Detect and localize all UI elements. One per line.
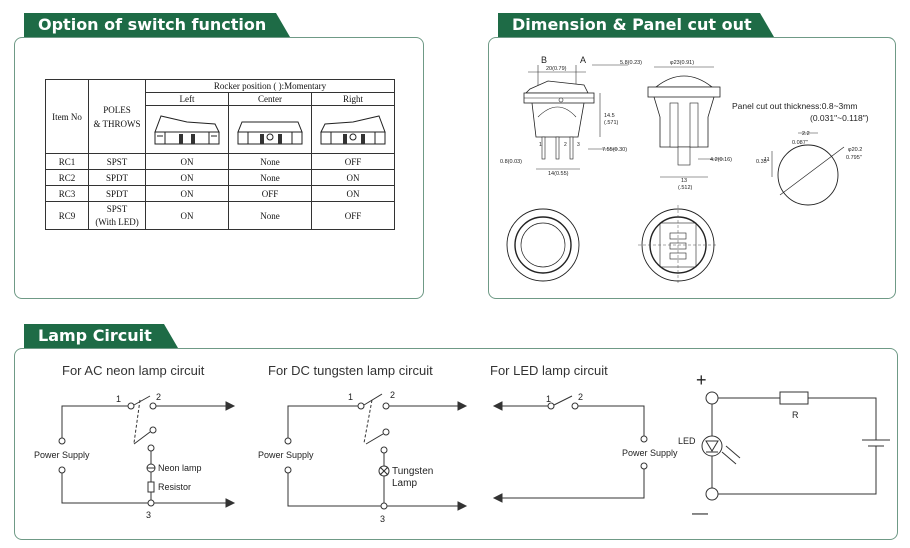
svg-text:R: R (792, 410, 799, 420)
table-row: RC1 SPST ON None OFF (45, 153, 395, 170)
svg-text:14.5: 14.5 (604, 113, 615, 119)
svg-text:3: 3 (146, 510, 151, 520)
led-circuit-caption: For LED lamp circuit (490, 363, 608, 378)
rocker-right-image (311, 105, 395, 154)
svg-text:3: 3 (577, 142, 580, 148)
pos-center-header: Center (228, 92, 312, 106)
svg-text:2.2: 2.2 (802, 131, 810, 137)
switch-option-title: Option of switch function (24, 13, 290, 37)
svg-text:1: 1 (546, 394, 551, 404)
svg-text:φ23(0.91): φ23(0.91) (670, 60, 694, 66)
rocker-left-image (145, 105, 229, 154)
svg-text:1: 1 (348, 392, 353, 402)
svg-text:Lamp: Lamp (392, 478, 417, 489)
rocker-header: Rocker position ( ):Momentary (145, 79, 395, 93)
col-poles-header: POLES & THROWS (88, 79, 146, 154)
dimension-title: Dimension & Panel cut out (498, 13, 774, 37)
svg-text:0.795": 0.795" (846, 155, 862, 161)
svg-text:(.571): (.571) (604, 120, 619, 126)
svg-text:4.2(0.16): 4.2(0.16) (710, 157, 732, 163)
table-row: RC2 SPDT ON None ON (45, 169, 395, 186)
svg-text:0.35": 0.35" (756, 159, 769, 165)
svg-text:Power Supply: Power Supply (622, 448, 678, 458)
svg-text:2: 2 (156, 392, 161, 402)
ac-circuit-caption: For AC neon lamp circuit (62, 363, 205, 378)
svg-text:+: + (696, 370, 707, 390)
lamp-circuit-panel (14, 348, 898, 540)
svg-text:3: 3 (380, 514, 385, 524)
svg-text:20(0.79): 20(0.79) (546, 66, 567, 72)
svg-text:—: — (692, 505, 708, 522)
svg-text:11: 11 (764, 157, 770, 163)
svg-text:Resistor: Resistor (158, 482, 191, 492)
svg-text:2: 2 (390, 390, 395, 400)
svg-text:Panel cut out thickness:0.8~3m: Panel cut out thickness:0.8~3mm (732, 101, 857, 111)
svg-text:7.55(0.30): 7.55(0.30) (602, 147, 627, 153)
dc-circuit-caption: For DC tungsten lamp circuit (268, 363, 433, 378)
svg-text:0.087": 0.087" (792, 140, 808, 146)
switch-option-table: Item No POLES & THROWS Rocker position (… (45, 79, 395, 230)
svg-text:1: 1 (539, 142, 542, 148)
svg-text:Power Supply: Power Supply (34, 450, 90, 460)
svg-text:φ20.2: φ20.2 (848, 147, 862, 153)
pos-left-header: Left (145, 92, 229, 106)
svg-text:(0.031"~0.118"): (0.031"~0.118") (810, 113, 869, 123)
lamp-circuit-title: Lamp Circuit (24, 324, 178, 348)
svg-text:Neon lamp: Neon lamp (158, 463, 202, 473)
svg-text:Tungsten: Tungsten (392, 466, 433, 477)
svg-text:Power Supply: Power Supply (258, 450, 314, 460)
table-row: RC3 SPDT ON OFF ON (45, 185, 395, 202)
rocker-center-image (228, 105, 312, 154)
svg-text:0.8(0.03): 0.8(0.03) (500, 159, 522, 165)
lamp-circuit-drawings: 1 2 3 Power Supply Neon lamp Resistor 1 … (34, 370, 890, 524)
dimension-drawing: B A 20(0.79) 1 2 3 5.8(0.23) 14.5 (.571)… (500, 55, 869, 285)
svg-text:2: 2 (578, 392, 583, 402)
pos-right-header: Right (311, 92, 395, 106)
col-item-header: Item No (45, 79, 89, 154)
table-row: RC9 SPST(With LED) ON None OFF (45, 201, 395, 230)
svg-text:14(0.55): 14(0.55) (548, 171, 569, 177)
svg-text:A: A (580, 55, 586, 65)
svg-text:(.512): (.512) (678, 185, 693, 191)
svg-text:1: 1 (116, 394, 121, 404)
svg-text:13: 13 (681, 178, 687, 184)
svg-text:5.8(0.23): 5.8(0.23) (620, 60, 642, 66)
svg-text:LED: LED (678, 436, 696, 446)
svg-text:B: B (541, 55, 547, 65)
svg-text:2: 2 (564, 142, 567, 148)
